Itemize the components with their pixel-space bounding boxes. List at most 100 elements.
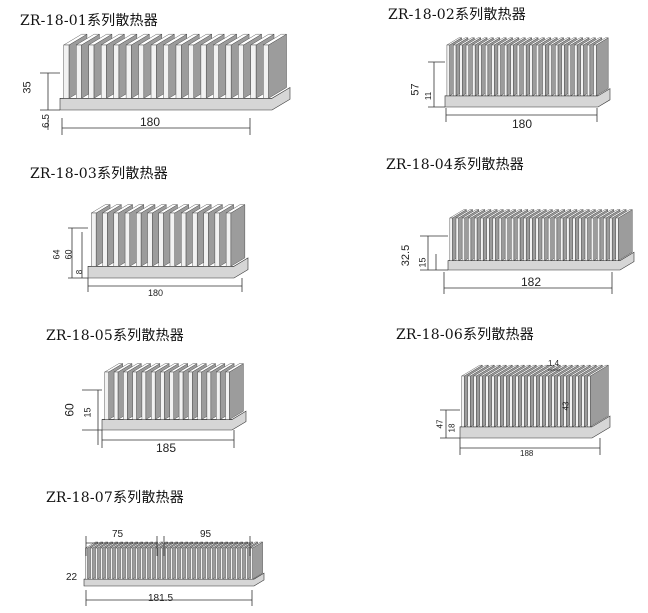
fin	[145, 547, 148, 580]
fin	[150, 44, 157, 99]
heatsink-body	[444, 37, 611, 108]
fin	[250, 547, 253, 580]
fin	[102, 212, 108, 267]
product-title: ZR-18-05系列散热器	[46, 328, 184, 344]
fin	[160, 547, 163, 580]
fin	[100, 547, 103, 580]
fin	[529, 44, 533, 97]
dim-width: 182	[521, 275, 542, 289]
fin	[216, 371, 221, 420]
dim-width: 188	[520, 449, 534, 458]
fin	[113, 212, 119, 267]
fin	[609, 217, 613, 261]
fin	[497, 44, 501, 97]
fin	[135, 547, 138, 580]
fin	[91, 212, 97, 267]
fin	[569, 375, 573, 428]
dim-left: 75	[112, 529, 124, 540]
fin	[200, 44, 207, 99]
fin	[479, 375, 483, 428]
fin	[95, 547, 98, 580]
fin	[472, 44, 476, 97]
fin	[597, 217, 601, 261]
fin	[190, 547, 193, 580]
fin	[158, 212, 164, 267]
fin	[551, 375, 555, 428]
fin	[220, 547, 223, 580]
heatsink-body	[83, 541, 265, 587]
fin	[523, 44, 527, 97]
fin	[554, 217, 558, 261]
fin	[535, 44, 540, 97]
fin	[545, 375, 549, 428]
fin	[478, 44, 482, 97]
fin	[88, 44, 95, 99]
fin	[125, 547, 128, 580]
fin	[548, 44, 552, 97]
dim-height: 22	[66, 572, 78, 583]
fin	[484, 44, 489, 97]
fin	[105, 547, 108, 580]
fin	[453, 44, 457, 97]
fin	[170, 547, 173, 580]
fin	[557, 375, 561, 428]
fin	[491, 44, 495, 97]
fin	[535, 217, 539, 261]
fin	[449, 217, 453, 261]
fin	[587, 375, 591, 428]
fin	[555, 44, 559, 97]
fin	[125, 44, 132, 99]
fin	[504, 44, 508, 97]
fin	[136, 212, 142, 267]
fin	[263, 44, 269, 99]
fin	[510, 44, 514, 97]
fin	[516, 44, 520, 97]
fin	[461, 217, 465, 261]
fin	[459, 44, 463, 97]
fin	[235, 547, 238, 580]
fin	[225, 371, 230, 420]
fin	[461, 375, 465, 428]
fin	[210, 547, 213, 580]
fin	[580, 44, 584, 97]
heatsink-body	[447, 209, 635, 271]
fin	[132, 371, 137, 420]
fin	[561, 44, 565, 97]
fin	[527, 375, 531, 428]
fin	[586, 44, 591, 97]
fin	[468, 217, 472, 261]
fin	[529, 217, 533, 261]
dim-top: 1.4	[548, 359, 560, 368]
fin	[206, 371, 212, 420]
fin	[509, 375, 513, 428]
fin	[150, 547, 153, 580]
fin	[115, 547, 118, 580]
fin	[225, 547, 228, 580]
fin	[515, 375, 519, 428]
product-title: ZR-18-03系列散热器	[30, 166, 168, 182]
fin	[245, 547, 248, 580]
fin	[225, 212, 232, 267]
heatsink-body	[59, 33, 291, 111]
fin	[575, 375, 579, 428]
fin	[480, 217, 484, 261]
fin	[539, 375, 543, 428]
product-title: ZR-18-01系列散热器	[20, 13, 158, 29]
fin	[214, 212, 220, 267]
fin	[215, 547, 218, 580]
fin	[560, 217, 564, 261]
fin	[542, 44, 546, 97]
fin	[169, 371, 174, 420]
fin	[113, 371, 119, 420]
fin	[238, 44, 244, 99]
fin	[567, 44, 571, 97]
fin	[197, 371, 202, 420]
fin	[473, 375, 477, 428]
fin	[503, 375, 507, 428]
fin	[213, 44, 219, 99]
